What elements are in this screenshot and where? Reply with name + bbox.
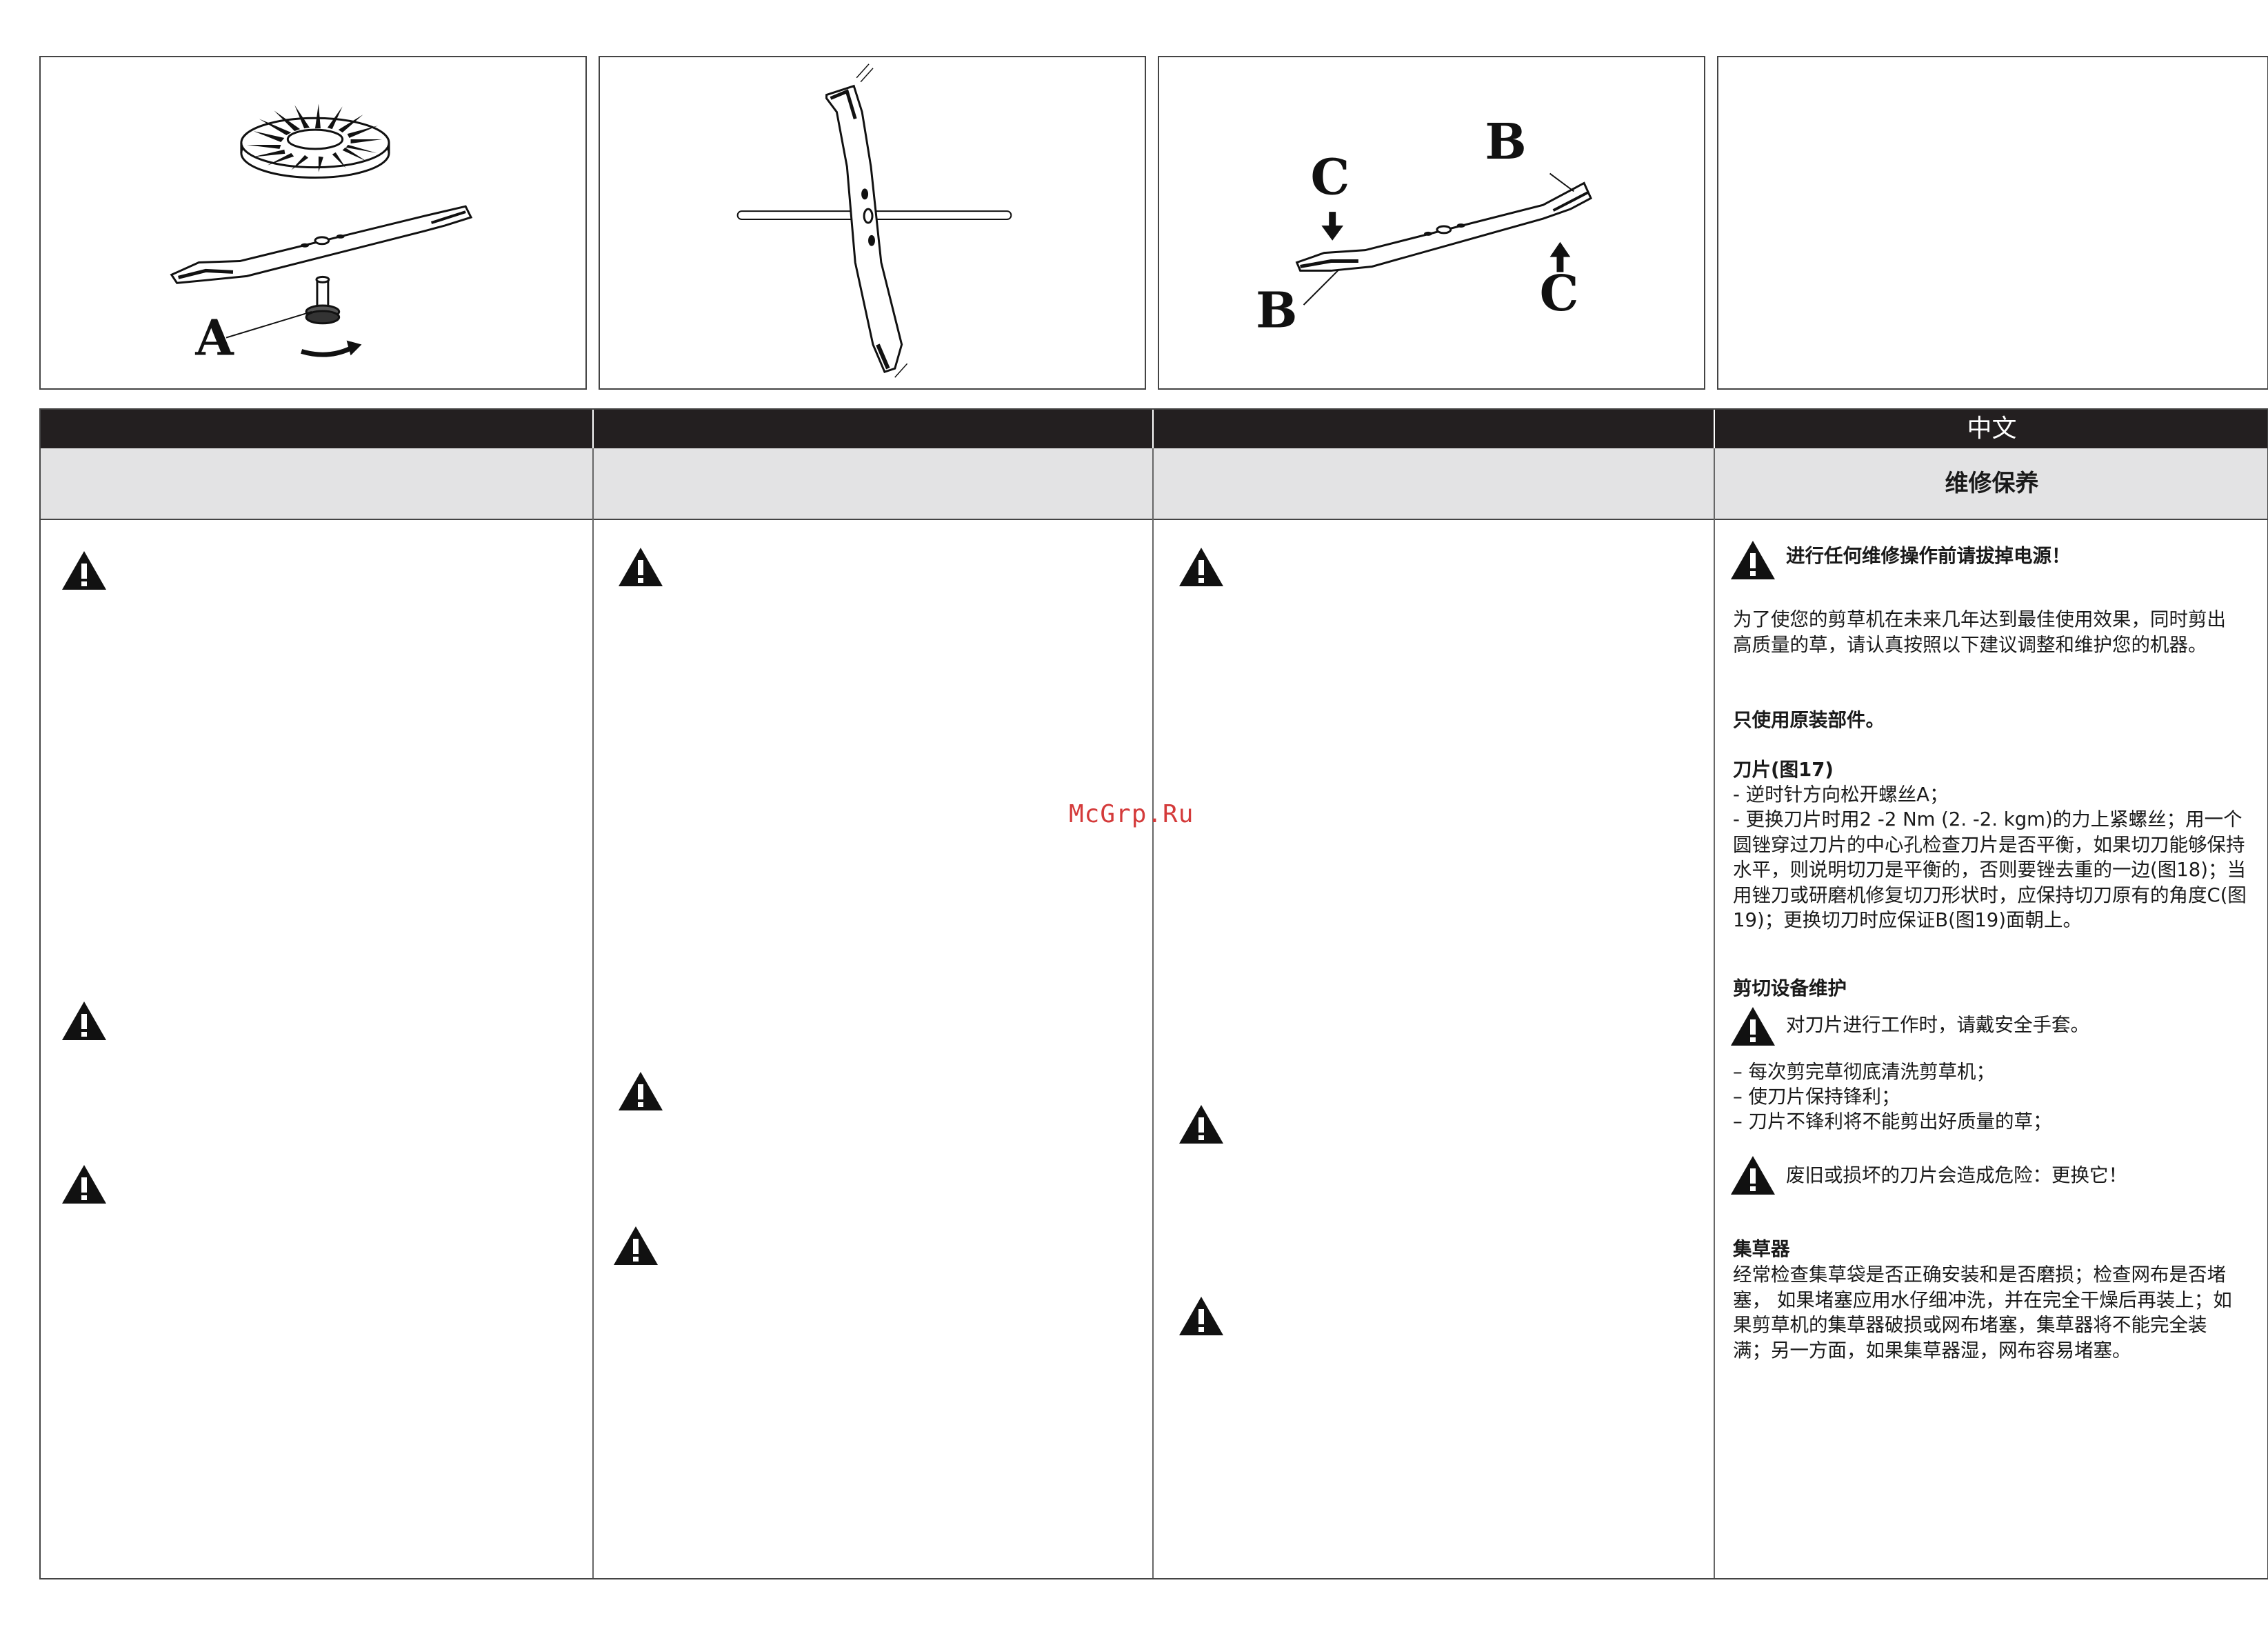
cutting-section-title: 剪切设备维护 — [1733, 977, 1847, 999]
figure-19-blade-angles: C B B C — [1158, 56, 1705, 390]
collector-paragraph: 经常检查集草袋是否正确安装和是否磨损；检查网布是否堵塞， 如果堵塞应用水仔细冲洗… — [1733, 1264, 2232, 1362]
header-divider — [1152, 410, 1154, 448]
column-divider — [1152, 410, 1154, 1578]
original-parts-note: 只使用原装部件。 — [1733, 709, 1885, 731]
warning-icon — [61, 1164, 108, 1205]
warning-icon — [1178, 1295, 1225, 1337]
section-header-bar — [41, 448, 2267, 520]
collector-section-title: 集草器 — [1733, 1238, 1790, 1260]
cutting-step: – 刀片不锋利将不能剪出好质量的草； — [1733, 1110, 2052, 1133]
cutting-step: – 每次剪完草彻底清洗剪草机； — [1733, 1061, 1995, 1083]
blade-balance-illustration — [736, 63, 1012, 378]
blade-removal-illustration: A — [170, 103, 473, 366]
figure-empty — [1717, 56, 2268, 390]
label-c-top: C — [1310, 148, 1349, 206]
warning-icon — [617, 1070, 664, 1112]
cutting-step: – 使刀片保持锋利； — [1733, 1086, 1900, 1108]
blade-section-title: 刀片(图17) — [1733, 759, 1834, 781]
warning-icon — [617, 546, 664, 588]
label-b-bottom: B — [1256, 281, 1297, 339]
column-divider — [1714, 410, 1715, 1578]
warning-icon — [1178, 1104, 1225, 1145]
header-divider — [592, 410, 594, 448]
warning-icon — [1178, 546, 1225, 588]
label-b-top: B — [1485, 112, 1526, 170]
gloves-warning-text: 对刀片进行工作时，请戴安全手套。 — [1786, 1014, 2089, 1036]
label-c-bottom: C — [1540, 264, 1579, 322]
blade-step: - 逆时针方向松开螺丝A； — [1733, 784, 1949, 806]
figure-17-blade-removal: A — [39, 56, 587, 390]
watermark: McGrp.Ru — [1069, 800, 1194, 828]
warning-icon — [1729, 1155, 1776, 1196]
warning-icon — [1729, 539, 1776, 581]
damaged-blade-warning: 废旧或损坏的刀片会造成危险：更换它！ — [1786, 1164, 2127, 1186]
warning-icon — [1729, 1006, 1776, 1047]
warning-icon — [612, 1225, 659, 1266]
language-label-chinese: 中文 — [1967, 415, 2017, 443]
warning-icon — [61, 1000, 108, 1041]
warning-icon — [61, 550, 108, 591]
blade-angles-illustration: C B B C — [1256, 112, 1593, 339]
blade-step: - 更换刀片时用2 -2 Nm (2. -2. kgm)的力上紧螺丝；用一个圆锉… — [1733, 808, 2247, 931]
warning-unplug-text: 进行任何维修操作前请拔掉电源！ — [1786, 545, 2071, 567]
language-header-bar — [41, 410, 2267, 448]
column-divider — [592, 410, 594, 1578]
intro-paragraph: 为了使您的剪草机在未来几年达到最佳使用效果，同时剪出高质量的草，请认真按照以下建… — [1733, 608, 2226, 656]
label-a: A — [194, 308, 234, 366]
section-title: 维修保养 — [1945, 470, 2039, 497]
header-divider — [1714, 410, 1715, 448]
figure-18-blade-balance — [599, 56, 1146, 390]
